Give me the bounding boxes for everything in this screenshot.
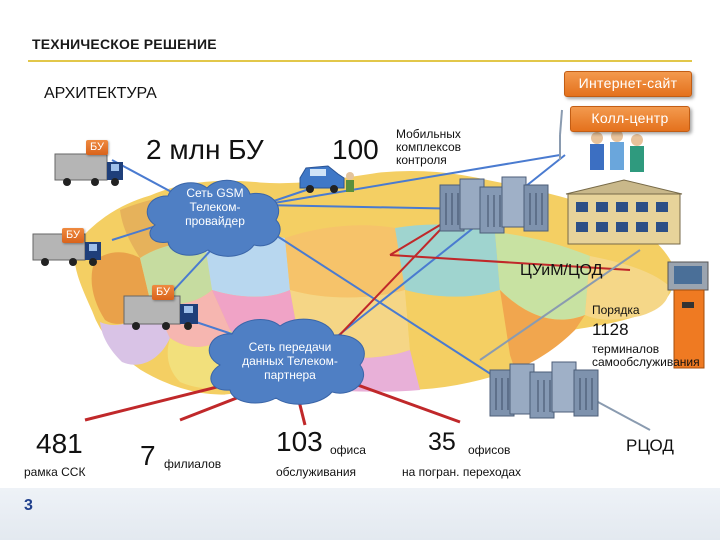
frames-description: рамка ССК bbox=[24, 465, 86, 479]
truck-icon bbox=[54, 153, 123, 186]
offices-description-2: обслуживания bbox=[276, 465, 357, 479]
bu-count-label: 2 млн БУ bbox=[146, 134, 264, 165]
branches-description: филиалов bbox=[164, 457, 222, 471]
border-offices-count: 35 bbox=[428, 428, 456, 456]
gsm-cloud-label: Сеть GSM Телеком- провайдер bbox=[185, 186, 245, 228]
bu-tag: БУ bbox=[86, 140, 108, 155]
terminals-prefix: Порядка bbox=[592, 303, 640, 317]
bu-tag: БУ bbox=[152, 285, 174, 300]
regional-center-label: РЦОД bbox=[626, 436, 674, 455]
data-network-cloud bbox=[208, 318, 365, 405]
section-title: АРХИТЕКТУРА bbox=[44, 85, 157, 102]
border-offices-description-2: на погран. переходах bbox=[402, 465, 522, 479]
terminals-description: терминалов самообслуживания bbox=[592, 342, 700, 369]
server-rack-icon bbox=[439, 176, 549, 234]
data-network-label: Сеть передачи данных Телеком- партнера bbox=[242, 340, 338, 382]
offices-description: офиса bbox=[330, 443, 366, 457]
branches-count: 7 bbox=[140, 440, 156, 471]
people-icon bbox=[590, 130, 644, 172]
border-offices-description: офисов bbox=[468, 443, 511, 457]
building-icon bbox=[565, 179, 683, 245]
server-rack-icon bbox=[489, 361, 599, 419]
terminals-count: 1128 bbox=[592, 320, 629, 339]
page-title: ТЕХНИЧЕСКОЕ РЕШЕНИЕ bbox=[32, 36, 217, 52]
frames-count: 481 bbox=[36, 428, 83, 459]
data-center-label: ЦУиМ/ЦОД bbox=[520, 262, 603, 279]
footer-bar bbox=[0, 488, 720, 540]
mobile-description: Мобильных комплексов контроля bbox=[396, 127, 462, 167]
terminal-icon bbox=[667, 261, 709, 369]
mobile-count-label: 100 bbox=[332, 134, 379, 165]
call-center-button[interactable]: Колл-центр bbox=[570, 106, 690, 132]
title-divider bbox=[28, 60, 692, 62]
internet-site-button[interactable]: Интернет-сайт bbox=[564, 71, 692, 97]
offices-count: 103 bbox=[276, 426, 323, 457]
car-icon bbox=[299, 165, 354, 193]
page-number: 3 bbox=[24, 497, 33, 514]
bu-tag: БУ bbox=[62, 228, 84, 243]
gsm-cloud bbox=[146, 179, 281, 257]
